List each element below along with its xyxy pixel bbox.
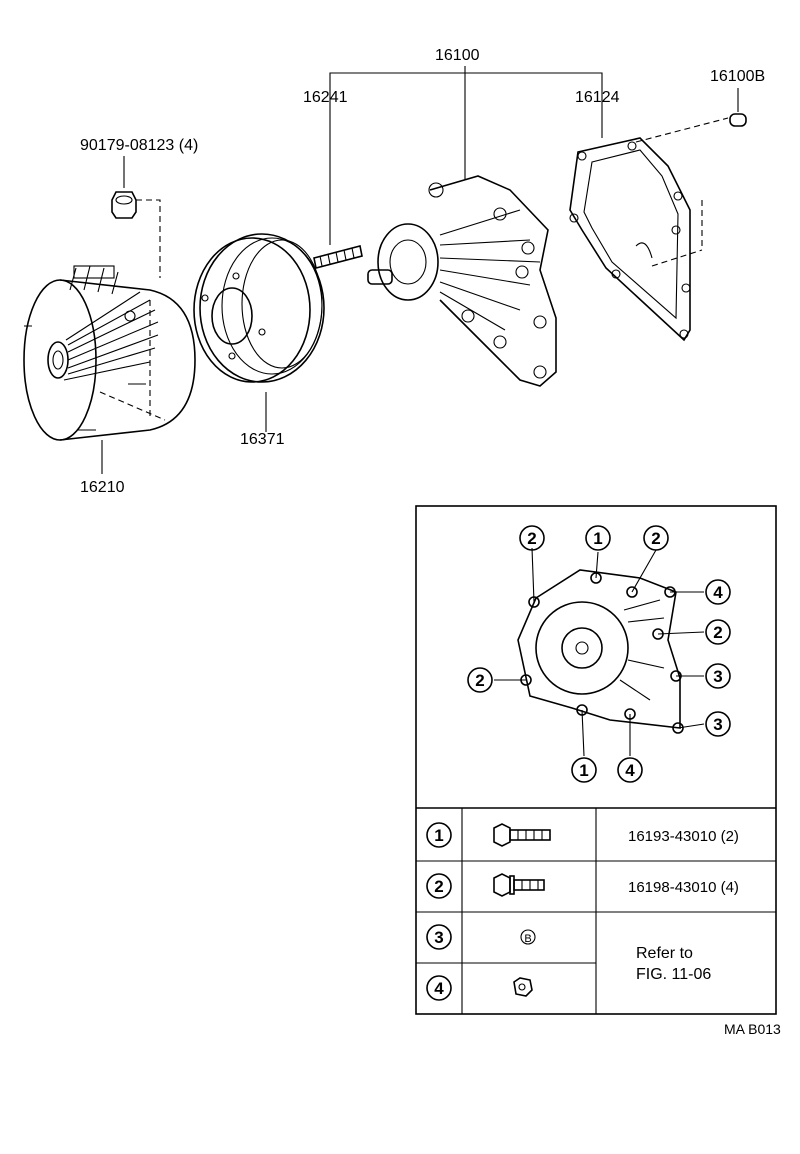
label-16241: 16241 — [303, 89, 348, 106]
figure-code: MA B013 — [724, 1021, 781, 1037]
callout-circles: 2 1 2 4 2 3 3 2 1 4 — [467, 525, 731, 783]
flange-bolt-icon — [493, 873, 545, 897]
legend-num-4: 4 — [434, 979, 444, 998]
callout-9: 1 — [579, 761, 588, 780]
pump-front-view — [494, 547, 705, 757]
label-16100: 16100 — [435, 47, 480, 64]
legend-row-1: 1 16193-43010 (2) — [426, 822, 739, 848]
circled-b-letter: B — [524, 933, 531, 945]
callout-8: 2 — [475, 671, 484, 690]
legend-row-4: 4 — [426, 975, 533, 1001]
legend-part-1: 16193-43010 (2) — [628, 828, 739, 845]
label-90179: 90179-08123 (4) — [80, 137, 198, 154]
callout-2: 1 — [593, 529, 602, 548]
callout-5: 2 — [713, 623, 722, 642]
stud — [313, 245, 363, 269]
nut-icon — [513, 977, 533, 997]
label-16371: 16371 — [240, 431, 285, 448]
pin — [729, 113, 747, 127]
circled-b-icon: B — [520, 929, 536, 945]
legend-num-2: 2 — [434, 877, 443, 896]
pulley — [193, 233, 325, 383]
label-16210: 16210 — [80, 479, 125, 496]
legend-num-3: 3 — [434, 928, 443, 947]
legend-part-2: 16198-43010 (4) — [628, 879, 739, 896]
refer-to-text: Refer to — [636, 945, 693, 962]
legend-row-2: 2 16198-43010 (4) — [426, 873, 739, 899]
legend-row-3: 3 B — [426, 924, 536, 950]
label-16124: 16124 — [575, 89, 620, 106]
fan-nut — [111, 191, 161, 278]
bolt-icon — [493, 823, 551, 847]
callout-4: 4 — [713, 583, 723, 602]
refer-fig-text: FIG. 11-06 — [636, 966, 711, 983]
label-16100b: 16100B — [710, 68, 765, 85]
gasket — [569, 117, 729, 342]
callout-10: 4 — [625, 761, 635, 780]
callout-3: 2 — [651, 529, 660, 548]
callout-1: 2 — [527, 529, 536, 548]
callout-6: 3 — [713, 667, 722, 686]
leader-bracket — [101, 66, 739, 474]
legend-num-1: 1 — [434, 826, 443, 845]
callout-7: 3 — [713, 715, 722, 734]
fluid-coupling — [23, 265, 196, 441]
water-pump — [367, 175, 557, 387]
